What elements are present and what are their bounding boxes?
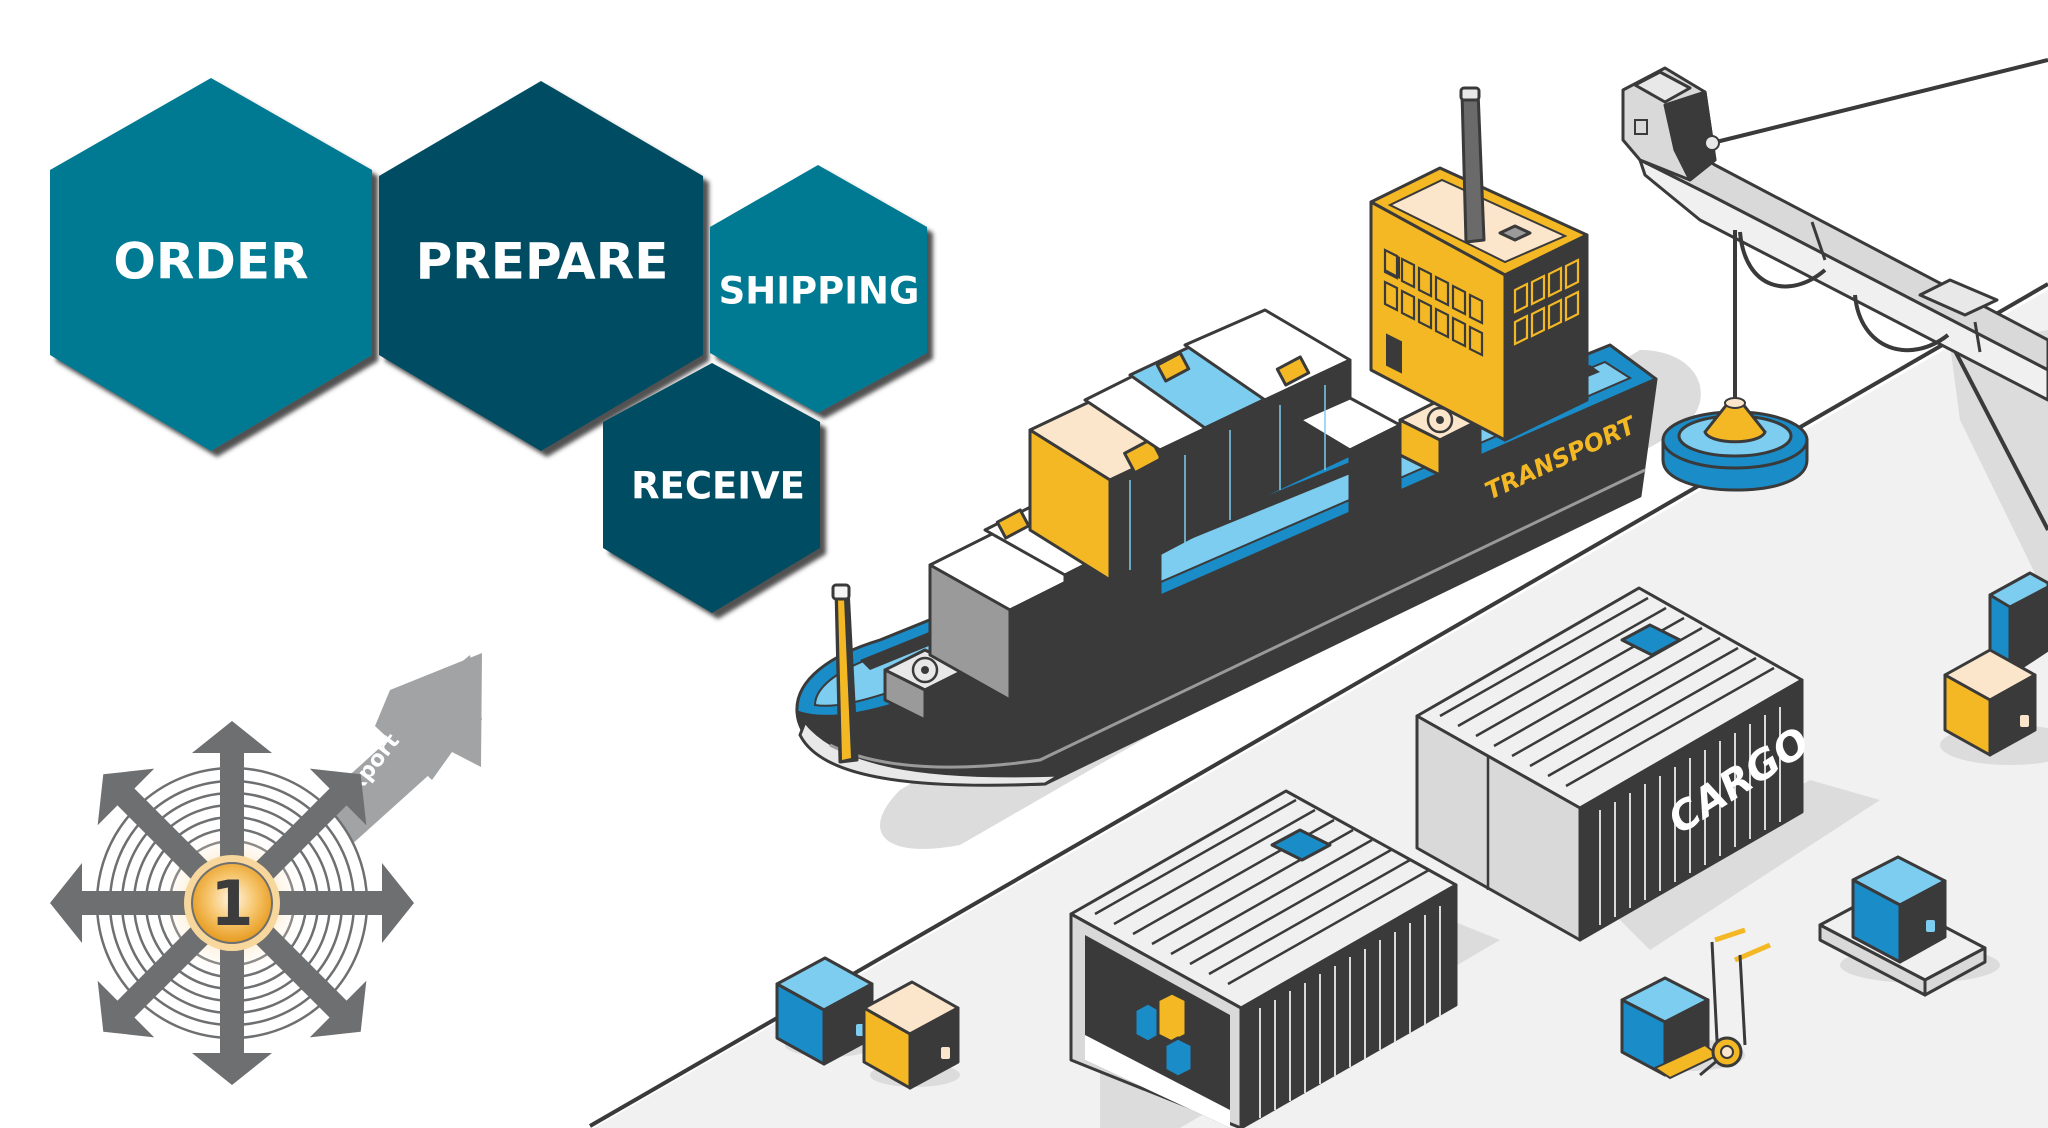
cargo-ship: TRANSPORT <box>795 86 1658 787</box>
stacked-boxes-right <box>1940 571 2048 765</box>
fan-box-stern <box>1398 398 1482 477</box>
hand-truck-with-box <box>1620 927 1771 1080</box>
radial-arrows-icon <box>50 721 414 1085</box>
pallet-with-box <box>1818 855 2000 997</box>
bow-mast <box>831 583 859 764</box>
cargo-container: CARGO <box>1415 586 1880 950</box>
crane-magnet <box>1661 397 1809 492</box>
step-order-label: ORDER <box>113 233 308 291</box>
center-number: 1 <box>210 867 253 940</box>
step-shipping: SHIPPING <box>710 165 927 413</box>
tower-windows <box>1383 248 1484 357</box>
step-receive: RECEIVE <box>603 363 820 613</box>
ship-containers <box>928 308 1402 702</box>
process-steps: ORDER PREPARE SHIPPING RECEIVE <box>50 78 927 613</box>
step-order: ORDER <box>50 78 372 451</box>
step-shipping-label: SHIPPING <box>719 270 920 313</box>
crane <box>1621 58 2048 600</box>
bridge-tower <box>1369 86 1589 442</box>
step-prepare: PREPARE <box>379 81 703 451</box>
number-one-coin-icon <box>191 862 273 944</box>
step-prepare-label: PREPARE <box>416 233 669 291</box>
export-badge: export <box>50 653 482 1085</box>
open-container <box>1069 789 1500 1128</box>
boxes-on-quay <box>775 956 960 1090</box>
step-receive-label: RECEIVE <box>631 465 805 508</box>
